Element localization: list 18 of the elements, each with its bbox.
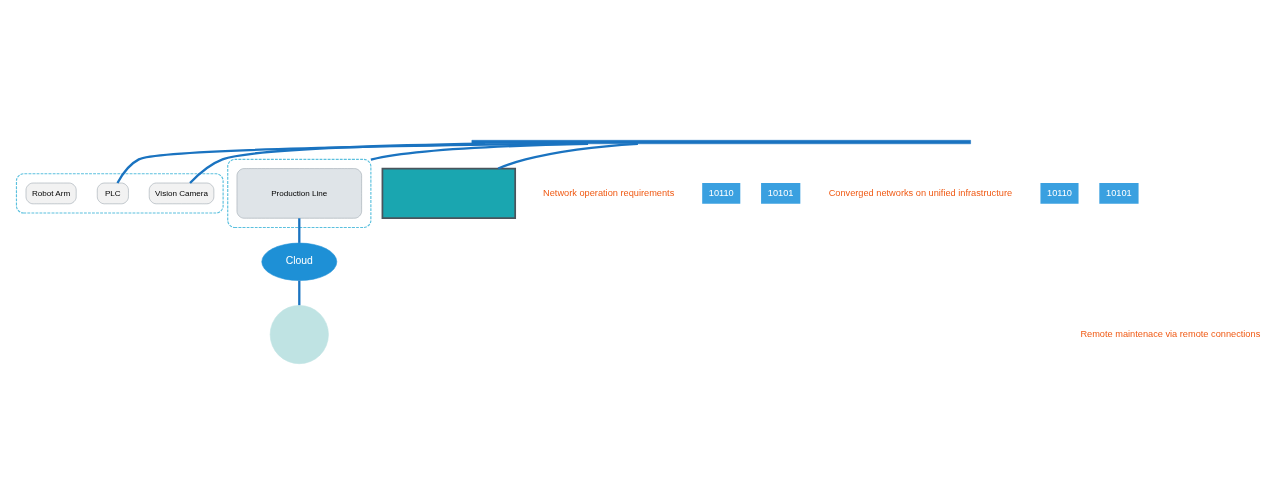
node-ellipse: Cloud <box>261 242 338 281</box>
connector <box>189 142 485 184</box>
label: Network operation requirements <box>543 187 675 198</box>
node-box <box>381 167 517 219</box>
connector <box>370 142 589 161</box>
connector <box>298 280 301 305</box>
cluster <box>15 172 224 214</box>
label: 10101 <box>1106 187 1132 198</box>
label: 10110 <box>708 187 734 198</box>
cluster <box>227 158 372 228</box>
node-bar <box>471 139 971 144</box>
label: Remote maintenace via remote connections <box>1080 328 1261 339</box>
label: 10110 <box>1047 187 1072 198</box>
label: 10101 <box>767 187 794 198</box>
label: Converged networks on unified infrastructure <box>828 187 1013 198</box>
connector <box>298 217 301 243</box>
node-person <box>269 304 329 364</box>
connector <box>497 142 638 170</box>
